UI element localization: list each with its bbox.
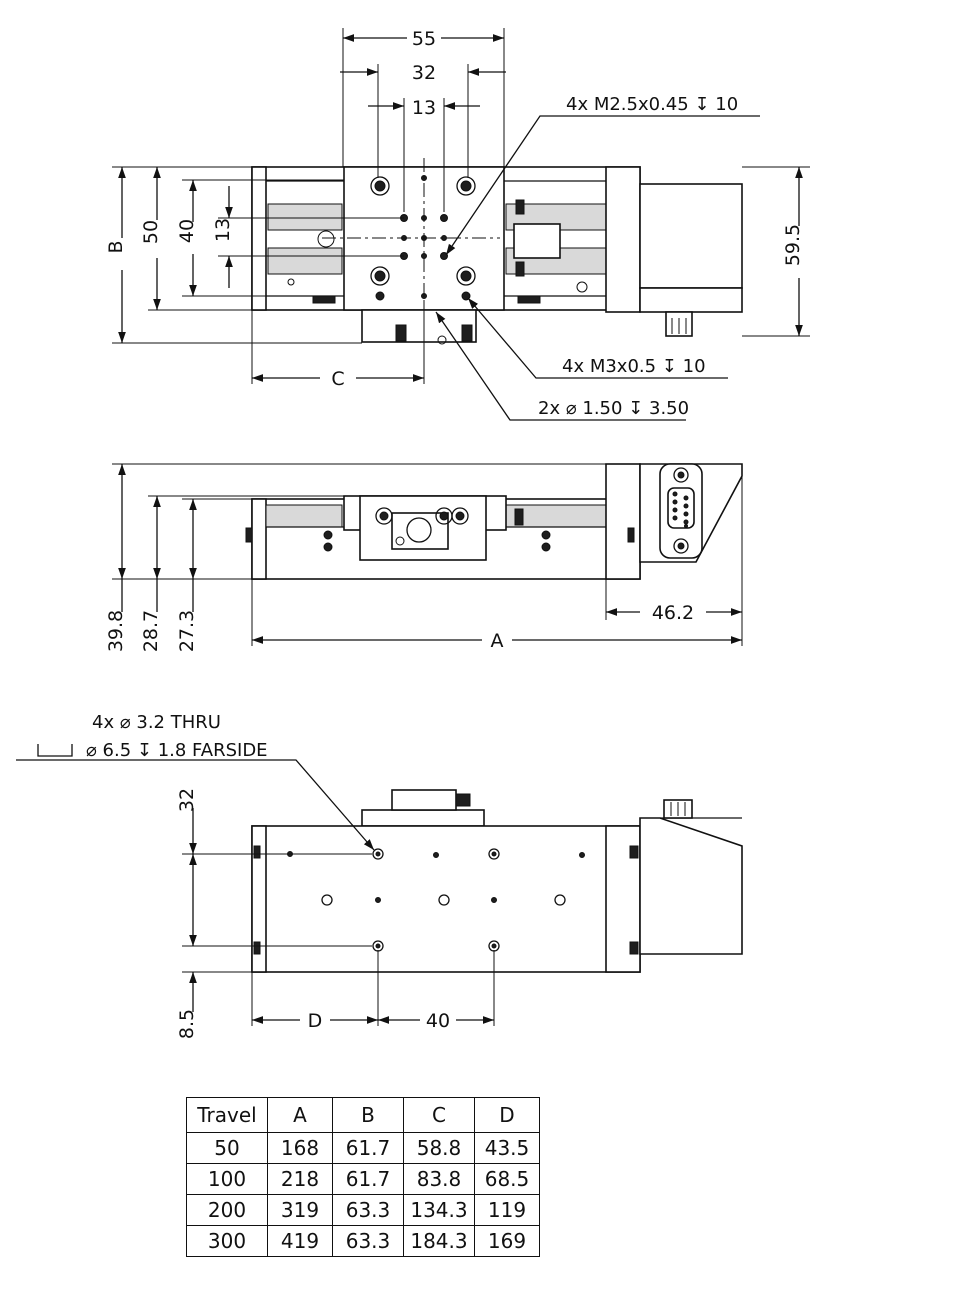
table-cell: 200 bbox=[186, 1194, 268, 1226]
table-header-row: Travel A B C D bbox=[186, 1097, 540, 1133]
column-header: C bbox=[403, 1097, 475, 1133]
dim-D: D bbox=[308, 1010, 323, 1032]
carriage-mount bbox=[361, 309, 477, 343]
table-cell: 134.3 bbox=[403, 1194, 475, 1226]
dim-32-bottom: 32 bbox=[176, 788, 198, 812]
front-motor-block bbox=[605, 463, 641, 580]
motor-body bbox=[639, 183, 743, 289]
column-header: Travel bbox=[186, 1097, 268, 1133]
dim-A: A bbox=[491, 630, 504, 652]
callout-pin-holes: 2x ⌀ 1.50 ↧ 3.50 bbox=[538, 398, 689, 419]
dim-13-vertical: 13 bbox=[212, 218, 234, 242]
dim-40: 40 bbox=[176, 219, 198, 243]
table-cell: 100 bbox=[186, 1163, 268, 1195]
dim-B: B bbox=[105, 240, 127, 253]
table-row: 100 218 61.7 83.8 68.5 bbox=[186, 1163, 540, 1195]
dim-27-3: 27.3 bbox=[176, 610, 198, 652]
table-cell: 61.7 bbox=[332, 1163, 404, 1195]
table-row: 50 168 61.7 58.8 43.5 bbox=[186, 1132, 540, 1164]
dim-50: 50 bbox=[140, 220, 162, 244]
dim-13-horizontal: 13 bbox=[412, 97, 436, 119]
column-header: D bbox=[474, 1097, 540, 1133]
dim-46-2: 46.2 bbox=[652, 602, 694, 624]
top-end-cap bbox=[251, 166, 267, 311]
db9-pins bbox=[672, 491, 689, 528]
dim-39-8: 39.8 bbox=[105, 610, 127, 652]
table-cell: 419 bbox=[267, 1225, 333, 1257]
table-cell: 63.3 bbox=[332, 1194, 404, 1226]
column-header: B bbox=[332, 1097, 404, 1133]
column-header: A bbox=[267, 1097, 333, 1133]
table-cell: 218 bbox=[267, 1163, 333, 1195]
table-row: 200 319 63.3 134.3 119 bbox=[186, 1194, 540, 1226]
dim-40-bottom: 40 bbox=[426, 1010, 450, 1032]
front-view: 39.8 28.7 27.3 46.2 A bbox=[105, 463, 743, 652]
dim-55: 55 bbox=[412, 28, 436, 50]
counterbore-symbol bbox=[37, 744, 73, 757]
table-row: 300 419 63.3 184.3 169 bbox=[186, 1225, 540, 1257]
travel-dimension-table: Travel A B C D 50 168 61.7 58.8 43.5 100… bbox=[186, 1097, 540, 1257]
table-cell: 63.3 bbox=[332, 1225, 404, 1257]
top-view: 55 32 13 B 50 40 13 59.5 C 4x M2.5x0.45 … bbox=[105, 28, 810, 421]
callout-thru-holes: 4x ⌀ 3.2 THRU bbox=[92, 712, 221, 733]
callout-m25-thread: 4x M2.5x0.45 ↧ 10 bbox=[566, 94, 738, 115]
dim-32-top: 32 bbox=[412, 62, 436, 84]
top-cbore-holes bbox=[370, 176, 476, 286]
table-cell: 300 bbox=[186, 1225, 268, 1257]
table-cell: 61.7 bbox=[332, 1132, 404, 1164]
callout-m3-thread: 4x M3x0.5 ↧ 10 bbox=[562, 356, 706, 377]
lead-screw-nut bbox=[513, 223, 561, 259]
callout-counterbore: ⌀ 6.5 ↧ 1.8 FARSIDE bbox=[86, 740, 268, 761]
table-cell: 50 bbox=[186, 1132, 268, 1164]
table-cell: 43.5 bbox=[474, 1132, 540, 1164]
table-cell: 119 bbox=[474, 1194, 540, 1226]
dim-8-5: 8.5 bbox=[176, 1009, 198, 1039]
left-rail bbox=[267, 203, 343, 231]
table-cell: 169 bbox=[474, 1225, 540, 1257]
table-cell: 68.5 bbox=[474, 1163, 540, 1195]
dim-C: C bbox=[331, 368, 344, 390]
table-cell: 184.3 bbox=[403, 1225, 475, 1257]
bottom-housing bbox=[251, 825, 641, 973]
table-cell: 168 bbox=[267, 1132, 333, 1164]
table-cell: 58.8 bbox=[403, 1132, 475, 1164]
dim-28-7: 28.7 bbox=[140, 610, 162, 652]
table-cell: 319 bbox=[267, 1194, 333, 1226]
table-cell: 83.8 bbox=[403, 1163, 475, 1195]
bottom-carriage-edge bbox=[361, 809, 485, 827]
bottom-motor-body bbox=[639, 817, 743, 955]
motor-end-block bbox=[605, 166, 641, 313]
bottom-view: 4x ⌀ 3.2 THRU ⌀ 6.5 ↧ 1.8 FARSIDE 32 8.5… bbox=[16, 712, 743, 1039]
dim-59-5: 59.5 bbox=[782, 224, 804, 266]
